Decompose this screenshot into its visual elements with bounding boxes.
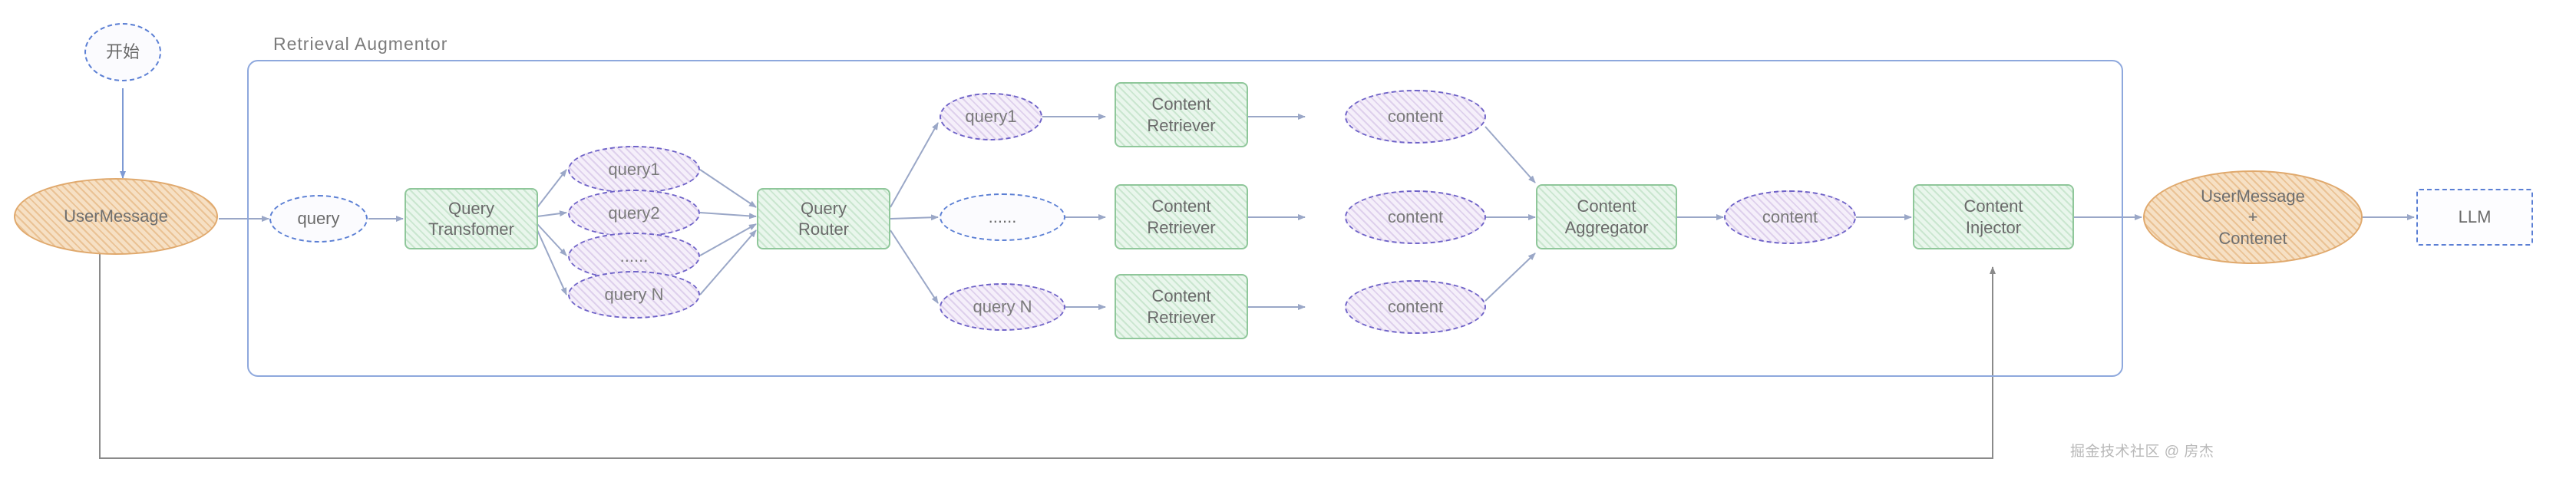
node-query1[interactable]: query1 [940, 93, 1042, 140]
node-query-dots-small[interactable]: ...... [568, 233, 700, 280]
node-content-retriever-1[interactable]: Content Retriever [1115, 82, 1248, 147]
node-query-dots[interactable]: ...... [940, 193, 1065, 241]
node-query-transformer[interactable]: Query Transfomer [405, 188, 538, 249]
node-query1-small[interactable]: query1 [568, 146, 700, 193]
retrieval-augmentor-group [247, 60, 2123, 377]
watermark: 掘金技术社区 @ 房杰 [2070, 444, 2214, 460]
node-user-message[interactable]: UserMessage [14, 178, 218, 255]
node-content-aggregator[interactable]: Content Aggregator [1536, 184, 1677, 249]
node-query[interactable]: query [269, 195, 368, 243]
node-query-router[interactable]: Query Router [757, 188, 890, 249]
node-content-retriever-3[interactable]: Content Retriever [1115, 274, 1248, 339]
retrieval-augmentor-label: Retrieval Augmentor [269, 34, 453, 54]
node-user-message-content[interactable]: UserMessage + Contenet [2143, 170, 2363, 264]
node-queryn[interactable]: query N [940, 283, 1065, 331]
node-content-1[interactable]: content [1345, 90, 1486, 144]
node-query2-small[interactable]: query2 [568, 190, 700, 237]
node-start[interactable]: 开始 [84, 23, 161, 81]
node-content-3[interactable]: content [1345, 280, 1486, 334]
node-content-retriever-2[interactable]: Content Retriever [1115, 184, 1248, 249]
node-content-2[interactable]: content [1345, 190, 1486, 244]
node-queryn-small[interactable]: query N [568, 271, 700, 319]
node-content-injector[interactable]: Content Injector [1913, 184, 2074, 249]
node-llm[interactable]: LLM [2416, 189, 2533, 246]
node-content-aggregated[interactable]: content [1724, 190, 1856, 244]
